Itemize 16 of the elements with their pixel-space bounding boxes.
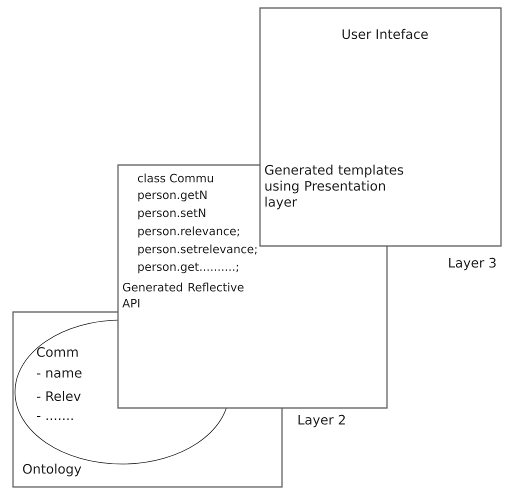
box-text: person.relevance;: [138, 226, 239, 238]
box-text: Generated Reflective API: [122, 282, 244, 308]
box-text: - Relev: [36, 390, 81, 402]
box-text: Ontology: [23, 464, 82, 476]
box-text: Comm: [37, 347, 78, 357]
box-text: - .......: [36, 416, 73, 420]
box-text: Generated templates using Presentation layer: [265, 164, 404, 210]
box-text: person.getN: [138, 190, 206, 202]
layer-label: Layer 2: [298, 414, 345, 428]
box-text: User Inteface: [342, 28, 428, 40]
box-text: person.setN: [138, 208, 206, 220]
box-text: person.get..........;: [138, 262, 238, 274]
box-text: class Commu: [138, 174, 213, 182]
layer-label: Layer 3: [449, 258, 496, 270]
box-text: - name: [36, 370, 82, 378]
box-text: person.setrelevance;: [138, 244, 256, 256]
